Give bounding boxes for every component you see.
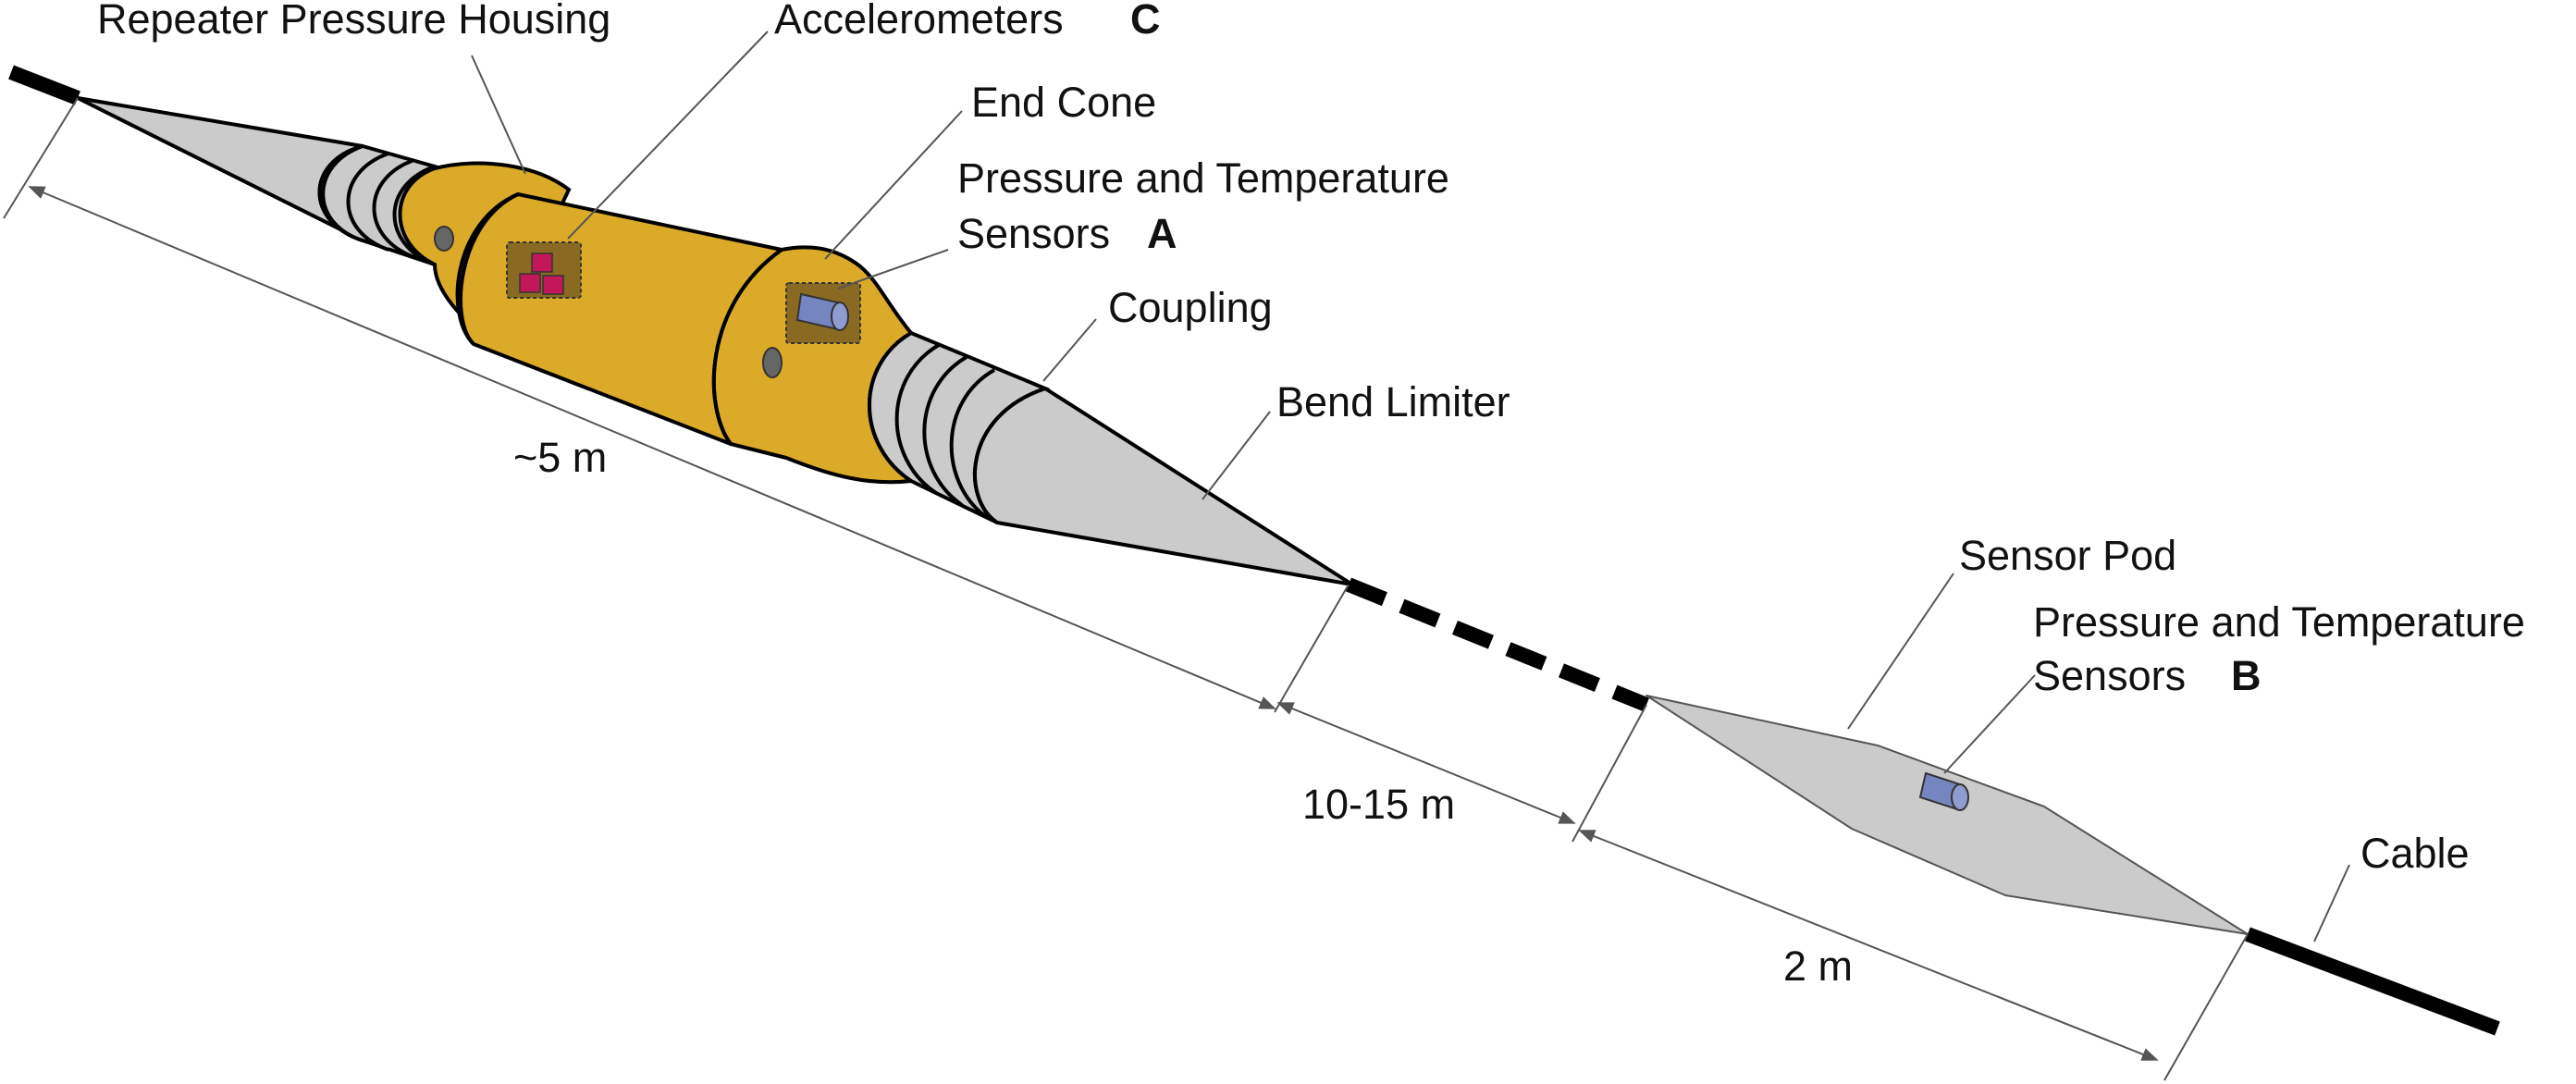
label-sensor-pod: Sensor Pod [1959, 532, 2176, 579]
label-coupling: Coupling [1108, 284, 1273, 331]
label-cable: Cable [2360, 830, 2470, 877]
dimension-extension-lines [3, 97, 2249, 1081]
pt-sensor-b [1918, 771, 1969, 811]
right-cable [2245, 927, 2500, 1036]
sensor-pod [1645, 695, 2249, 935]
accelerometer-box [506, 241, 582, 299]
dim-arrow-5m [28, 186, 1276, 709]
dim-arrow-2m [1578, 830, 2159, 1061]
label-pt-a-line1: Pressure and Temperature [957, 154, 1449, 202]
pt-sensor-box-a [785, 282, 861, 344]
label-pt-a-tag: A [1147, 210, 1177, 257]
label-dim-10-15m: 10-15 m [1302, 781, 1455, 828]
left-cable [8, 65, 80, 105]
left-end-cone-port [434, 226, 454, 252]
label-accelerometers: Accelerometers [774, 0, 1064, 43]
label-pt-b-line1: Pressure and Temperature [2033, 598, 2525, 646]
label-bend-limiter: Bend Limiter [1276, 378, 1510, 425]
right-end-cone-port [762, 347, 783, 378]
leader-lines [471, 31, 2350, 942]
label-end-cone: End Cone [971, 79, 1156, 126]
label-repeater-housing: Repeater Pressure Housing [97, 0, 610, 43]
dim-arrow-10-15m [1276, 702, 1576, 824]
label-dim-2m: 2 m [1783, 942, 1853, 990]
cable-gap-dashed [1346, 577, 1649, 712]
label-dim-5m: ~5 m [513, 434, 607, 481]
label-pt-b-line2: Sensors [2033, 652, 2186, 699]
label-accelerometers-tag: C [1130, 0, 1161, 43]
dimension-arrows [28, 186, 2159, 1061]
left-bend-limiter [76, 96, 364, 242]
label-pt-b-tag: B [2231, 652, 2262, 699]
label-pt-a-line2: Sensors [957, 210, 1110, 257]
